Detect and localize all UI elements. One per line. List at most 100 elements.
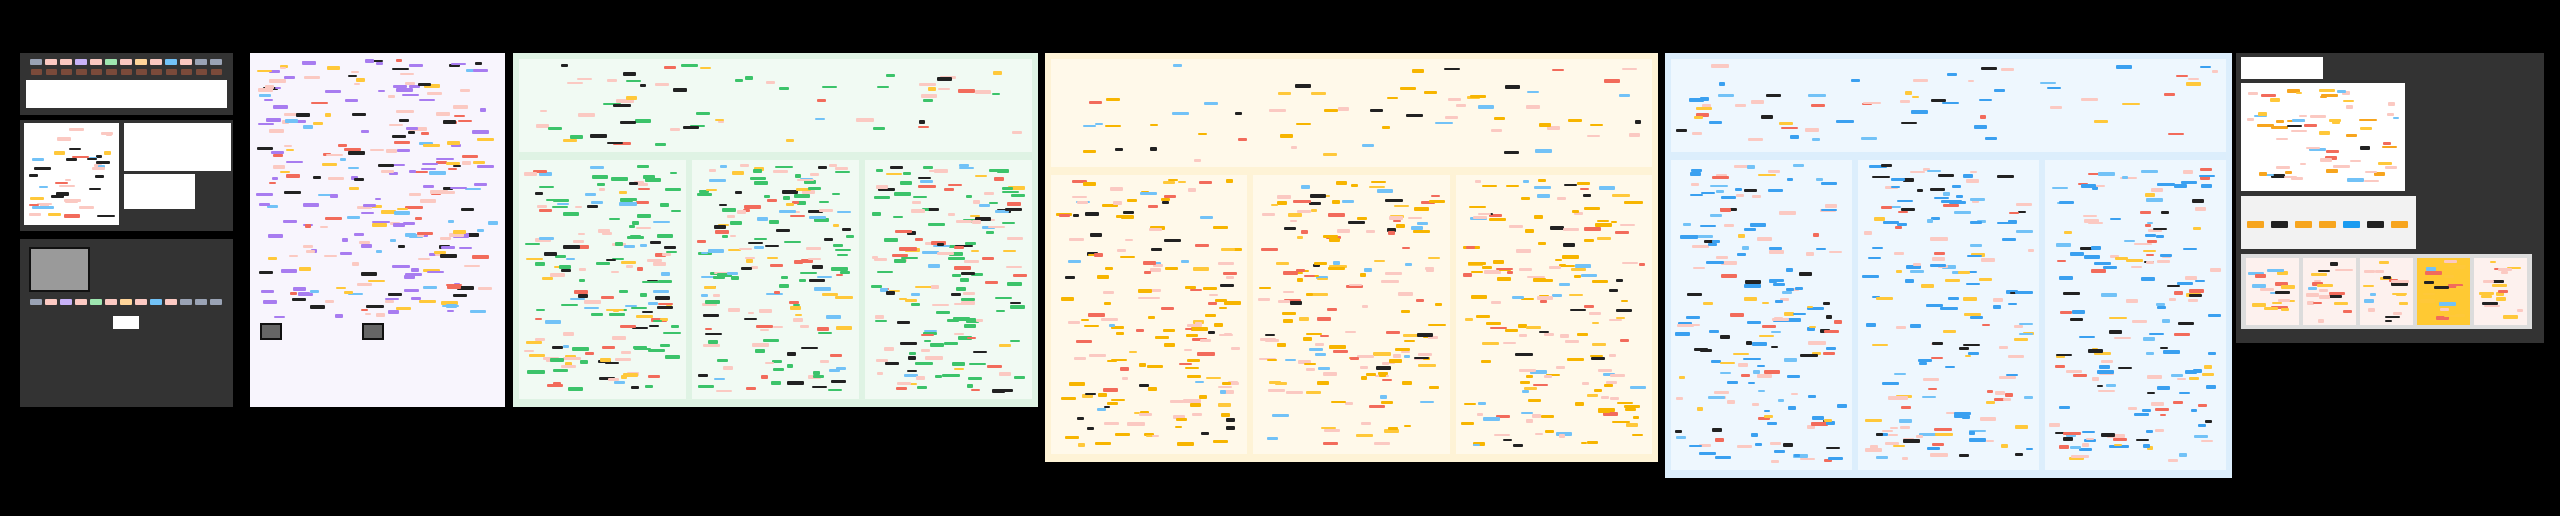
flow-node[interactable] — [1545, 374, 1560, 377]
flow-node[interactable] — [1720, 196, 1736, 199]
flow-node[interactable] — [2101, 293, 2118, 297]
flow-node[interactable] — [1083, 124, 1097, 128]
flow-node[interactable] — [1093, 253, 1104, 257]
flow-node[interactable] — [2026, 447, 2034, 450]
flow-node[interactable] — [635, 200, 649, 205]
flow-node[interactable] — [1532, 277, 1547, 282]
flow-node[interactable] — [625, 305, 638, 308]
flow-node[interactable] — [422, 286, 437, 290]
flow-node[interactable] — [334, 314, 344, 318]
flow-node[interactable] — [1851, 79, 1860, 83]
flow-node[interactable] — [1359, 273, 1366, 278]
flow-node[interactable] — [2009, 212, 2020, 215]
flow-node[interactable] — [1943, 192, 1950, 196]
flow-node[interactable] — [1288, 212, 1302, 217]
flow-node[interactable] — [304, 223, 311, 228]
flow-node[interactable] — [1411, 225, 1423, 230]
flow-node[interactable] — [458, 246, 472, 250]
flow-node[interactable] — [893, 259, 907, 263]
flow-node[interactable] — [965, 242, 976, 246]
flow-node[interactable] — [1155, 336, 1169, 339]
flow-node[interactable] — [910, 302, 920, 307]
timeline-card[interactable] — [120, 299, 132, 305]
flow-node[interactable] — [1966, 254, 1982, 257]
flow-node[interactable] — [341, 238, 349, 242]
flow-node[interactable] — [2195, 206, 2206, 211]
flow-node[interactable] — [1981, 323, 1991, 326]
flow-node[interactable] — [723, 366, 734, 370]
flow-node[interactable] — [1413, 229, 1431, 234]
flow-node[interactable] — [2160, 414, 2167, 417]
flow-node[interactable] — [1948, 296, 1960, 300]
flow-node[interactable] — [743, 209, 750, 212]
flow-node[interactable] — [1328, 266, 1346, 271]
flow-node[interactable] — [659, 343, 671, 347]
flow-node[interactable] — [2097, 172, 2115, 176]
flow-node[interactable] — [698, 374, 709, 378]
flow-node[interactable] — [1525, 325, 1541, 330]
flow-node[interactable] — [984, 192, 994, 195]
flow-node[interactable] — [1427, 335, 1438, 339]
flow-node[interactable] — [417, 233, 425, 237]
flow-node[interactable] — [2118, 366, 2132, 369]
flow-node[interactable] — [705, 332, 722, 335]
flow-node[interactable] — [104, 151, 111, 155]
flow-node[interactable] — [1147, 365, 1163, 368]
flow-node[interactable] — [664, 188, 682, 192]
flow-node[interactable] — [2284, 176, 2297, 179]
flow-node[interactable] — [2275, 120, 2285, 123]
flow-node[interactable] — [2193, 435, 2208, 438]
flow-node[interactable] — [942, 373, 960, 377]
flow-node[interactable] — [2176, 377, 2187, 380]
timeline-card[interactable] — [120, 59, 132, 65]
flow-node[interactable] — [29, 196, 45, 200]
flow-node[interactable] — [298, 292, 311, 296]
flow-node[interactable] — [1515, 249, 1531, 254]
flow-node[interactable] — [2443, 315, 2461, 318]
flow-node[interactable] — [2265, 173, 2274, 177]
flow-node[interactable] — [2113, 337, 2131, 340]
flow-node[interactable] — [1170, 400, 1184, 404]
flow-node[interactable] — [289, 254, 298, 258]
flow-node[interactable] — [1920, 284, 1934, 288]
flow-node[interactable] — [1187, 375, 1201, 379]
flow-node[interactable] — [1222, 382, 1231, 386]
flow-node[interactable] — [1548, 265, 1561, 269]
flow-node[interactable] — [1163, 195, 1177, 198]
flow-node[interactable] — [1631, 433, 1644, 436]
flow-node[interactable] — [2015, 202, 2033, 206]
flow-node[interactable] — [1543, 374, 1553, 379]
flow-node[interactable] — [1386, 331, 1401, 335]
flow-node[interactable] — [1268, 380, 1282, 385]
flow-node[interactable] — [1481, 266, 1493, 270]
flow-node[interactable] — [466, 68, 474, 72]
flow-node[interactable] — [592, 175, 608, 179]
flow-node[interactable] — [312, 121, 324, 126]
flow-node[interactable] — [1829, 250, 1843, 253]
flow-node[interactable] — [2276, 165, 2290, 170]
flow-node[interactable] — [1396, 223, 1406, 228]
flow-node[interactable] — [1524, 229, 1535, 234]
flow-node[interactable] — [2299, 162, 2307, 166]
flow-node[interactable] — [1296, 278, 1304, 283]
flow-node[interactable] — [1060, 397, 1077, 400]
flow-node[interactable] — [396, 307, 411, 311]
timeline-card[interactable] — [165, 299, 177, 305]
flow-node[interactable] — [2377, 162, 2393, 166]
flow-node[interactable] — [697, 239, 706, 244]
flow-node[interactable] — [274, 86, 282, 90]
flow-node[interactable] — [1994, 88, 2005, 93]
flow-node[interactable] — [91, 166, 105, 170]
flow-node[interactable] — [66, 158, 78, 162]
flow-node[interactable] — [1285, 391, 1304, 394]
flow-node[interactable] — [1194, 322, 1202, 327]
flow-node[interactable] — [1708, 121, 1722, 125]
flow-node[interactable] — [388, 95, 395, 99]
flow-node[interactable] — [1738, 234, 1746, 239]
flow-node[interactable] — [1366, 372, 1376, 377]
action-step[interactable] — [2295, 221, 2312, 228]
flow-node[interactable] — [813, 370, 821, 375]
flow-node[interactable] — [1683, 223, 1691, 226]
flow-node[interactable] — [1483, 417, 1500, 421]
flow-node[interactable] — [1888, 205, 1902, 208]
